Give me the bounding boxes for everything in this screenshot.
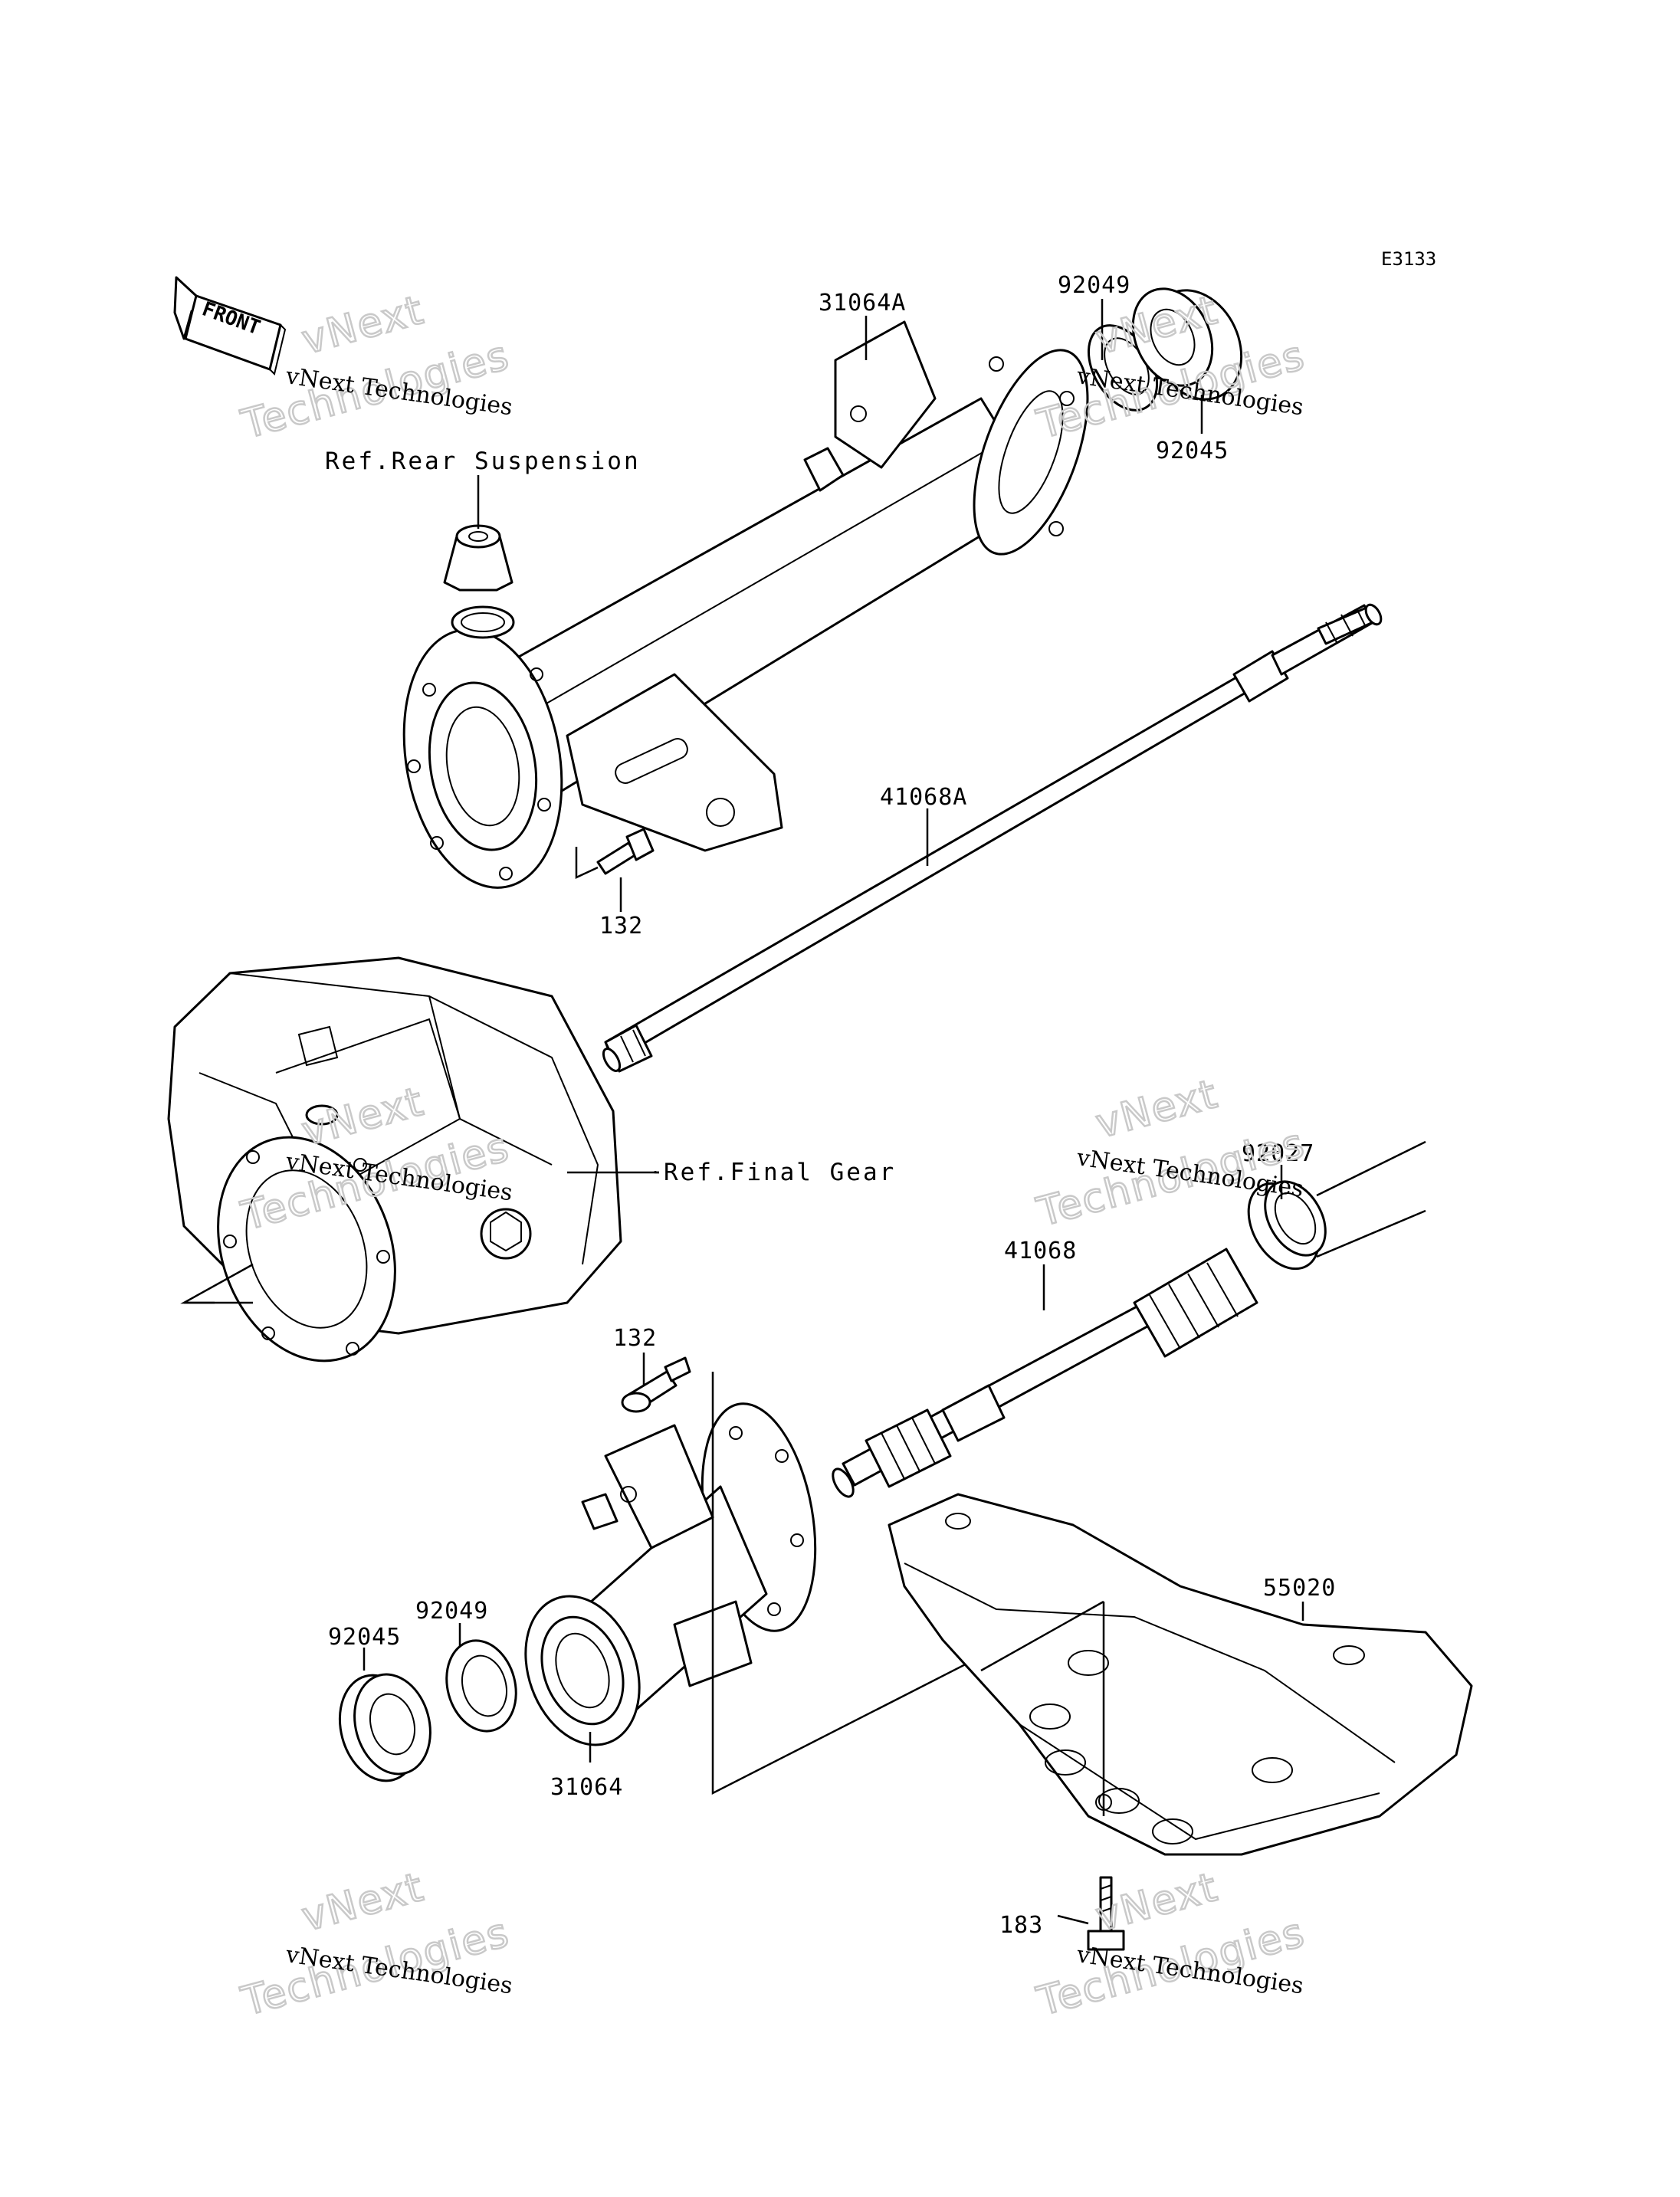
label-132-upper: 132 xyxy=(599,913,643,939)
oil-seal-lower xyxy=(445,1639,517,1733)
bolt-guard xyxy=(1087,1876,1125,1951)
watermark-bottom-left: vNext Technologies vNext Technologies xyxy=(236,1863,516,2026)
skid-guard xyxy=(888,1493,1473,1856)
label-55020: 55020 xyxy=(1263,1575,1336,1602)
bearing-lower xyxy=(338,1673,431,1782)
drive-shaft-lower xyxy=(832,1248,1258,1498)
front-arrow-icon: FRONT xyxy=(173,276,287,375)
label-41068: 41068 xyxy=(1004,1238,1077,1264)
label-92045-upper: 92045 xyxy=(1156,438,1229,464)
leader-lines xyxy=(180,299,1304,1925)
svg-text:vNext: vNext xyxy=(1091,1864,1223,1941)
bolt-upper xyxy=(596,828,655,875)
label-ref-rear-suspension: Ref.Rear Suspension xyxy=(325,448,641,475)
label-92027: 92027 xyxy=(1242,1140,1314,1167)
label-92045-lower: 92045 xyxy=(328,1624,401,1651)
label-92049-lower: 92049 xyxy=(415,1598,488,1625)
label-31064: 31064 xyxy=(550,1774,623,1801)
label-183: 183 xyxy=(999,1912,1043,1939)
diagram-code: E3133 xyxy=(1381,248,1436,270)
svg-text:vNext: vNext xyxy=(1091,1071,1223,1148)
collar xyxy=(1247,1180,1327,1271)
svg-text:vNext: vNext xyxy=(297,287,429,364)
label-92049-upper: 92049 xyxy=(1058,272,1130,299)
final-gear-case xyxy=(167,956,622,1362)
bearing-upper xyxy=(1131,287,1243,401)
watermark-top-left: vNext Technologies vNext Technologies xyxy=(236,286,516,449)
watermark-bottom-right: vNext Technologies vNext Technologies xyxy=(1032,1863,1311,2026)
bolt-lower xyxy=(621,1356,691,1413)
drive-shaft-upper xyxy=(602,603,1383,1073)
axle-housing-upper xyxy=(402,320,1089,889)
suspension-bushing xyxy=(443,524,514,592)
label-41068A: 41068A xyxy=(880,784,967,811)
svg-text:vNext: vNext xyxy=(297,1864,429,1941)
label-ref-final-gear: Ref.Final Gear xyxy=(664,1159,896,1186)
label-31064A: 31064A xyxy=(819,290,906,316)
label-132-lower: 132 xyxy=(613,1325,657,1352)
axle-housing-lower xyxy=(524,1402,817,1746)
